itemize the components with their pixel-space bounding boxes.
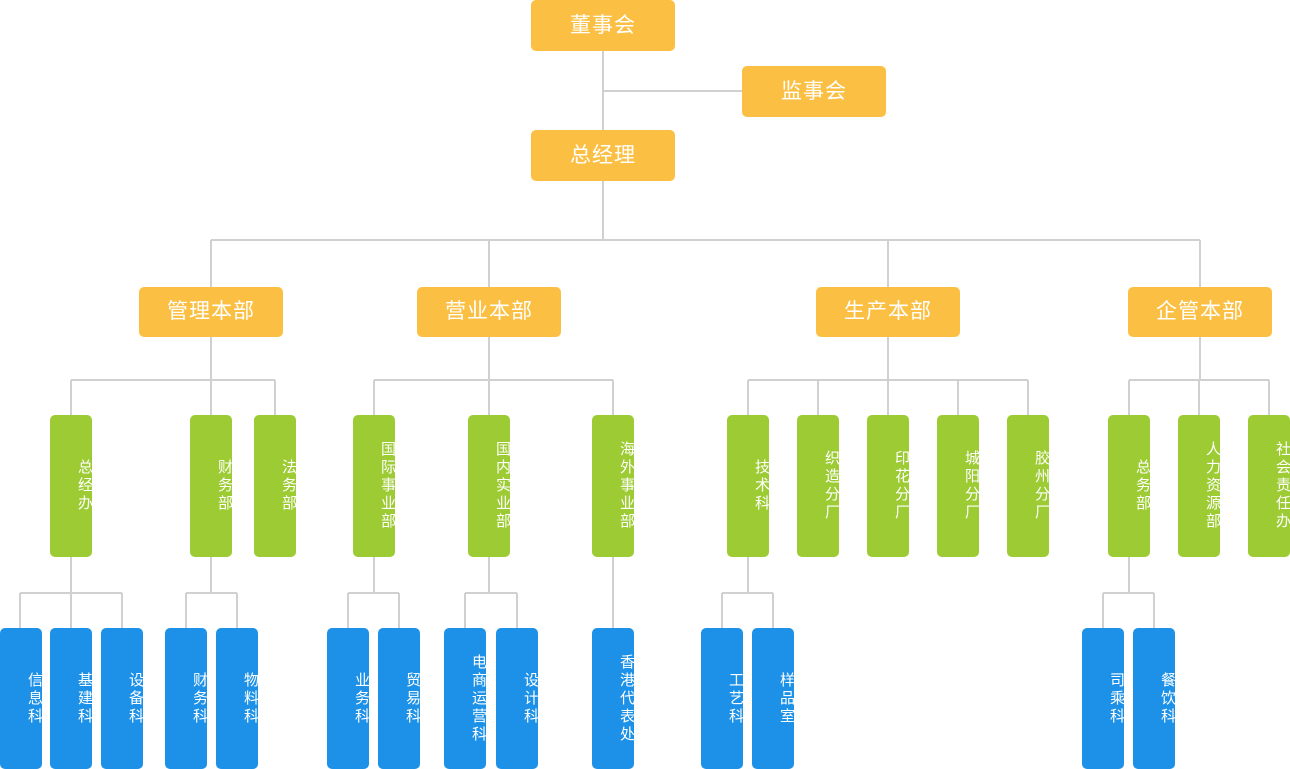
node-label: 营业本部	[445, 300, 533, 324]
node-label: 生产本部	[844, 300, 932, 324]
node-board-of-directors[interactable]: 董事会	[531, 0, 675, 51]
node-label: 董事会	[570, 13, 636, 37]
node-hr-department[interactable]: 人力资源部	[1178, 415, 1221, 557]
node-production-headquarters[interactable]: 生产本部	[816, 287, 960, 337]
node-label: 总经理	[570, 143, 636, 167]
node-legal-department[interactable]: 法务部	[254, 415, 297, 557]
node-design-section[interactable]: 设计科	[496, 628, 539, 769]
node-label: 企管本部	[1156, 300, 1244, 324]
node-sales-headquarters[interactable]: 营业本部	[417, 287, 561, 337]
node-material-section[interactable]: 物料科	[216, 628, 259, 769]
node-label: 餐饮科	[1159, 671, 1176, 726]
node-hongkong-representative-office[interactable]: 香港代表处	[592, 628, 635, 769]
node-label: 样品室	[778, 671, 795, 726]
node-label: 社会责任办	[1274, 441, 1290, 531]
node-ecommerce-operations-section[interactable]: 电商运营科	[444, 628, 487, 769]
node-label: 财务科	[191, 671, 208, 726]
node-label: 业务科	[353, 671, 370, 726]
node-general-manager[interactable]: 总经理	[531, 130, 675, 181]
node-equipment-section[interactable]: 设备科	[101, 628, 144, 769]
node-business-section[interactable]: 业务科	[327, 628, 370, 769]
node-label: 司乘科	[1108, 671, 1125, 726]
node-label: 设计科	[522, 671, 539, 726]
node-label: 总经办	[76, 459, 93, 513]
node-label: 设备科	[127, 671, 144, 726]
node-label: 基建科	[76, 671, 93, 726]
node-label: 管理本部	[167, 300, 255, 324]
node-label: 胶州分厂	[1033, 450, 1050, 522]
node-international-division[interactable]: 国际事业部	[353, 415, 396, 557]
node-domestic-industry-division[interactable]: 国内实业部	[468, 415, 511, 557]
node-weaving-plant[interactable]: 织造分厂	[797, 415, 840, 557]
node-catering-section[interactable]: 餐饮科	[1133, 628, 1176, 769]
node-sample-room[interactable]: 样品室	[752, 628, 795, 769]
node-label: 工艺科	[727, 671, 744, 726]
node-information-section[interactable]: 信息科	[0, 628, 43, 769]
node-gm-office[interactable]: 总经办	[50, 415, 93, 557]
node-jiaozhou-plant[interactable]: 胶州分厂	[1007, 415, 1050, 557]
node-admin-headquarters[interactable]: 管理本部	[139, 287, 283, 337]
node-label: 织造分厂	[823, 450, 840, 522]
node-printing-plant[interactable]: 印花分厂	[867, 415, 910, 557]
node-label: 贸易科	[404, 671, 421, 726]
node-finance-section[interactable]: 财务科	[165, 628, 208, 769]
node-label: 财务部	[216, 459, 233, 513]
node-construction-section[interactable]: 基建科	[50, 628, 93, 769]
node-csr-office[interactable]: 社会责任办	[1248, 415, 1290, 557]
node-driver-section[interactable]: 司乘科	[1082, 628, 1125, 769]
node-finance-department[interactable]: 财务部	[190, 415, 233, 557]
node-overseas-division[interactable]: 海外事业部	[592, 415, 635, 557]
node-label: 国内实业部	[494, 441, 511, 531]
node-label: 物料科	[242, 671, 259, 726]
node-label: 电商运营科	[470, 653, 487, 744]
node-technology-section[interactable]: 技术科	[727, 415, 770, 557]
node-label: 总务部	[1134, 459, 1151, 513]
node-label: 城阳分厂	[963, 450, 980, 522]
node-label: 海外事业部	[618, 441, 635, 531]
node-label: 信息科	[26, 671, 43, 726]
node-general-affairs-department[interactable]: 总务部	[1108, 415, 1151, 557]
node-label: 人力资源部	[1204, 441, 1221, 531]
node-label: 印花分厂	[893, 450, 910, 522]
node-label: 技术科	[753, 459, 770, 513]
node-label: 法务部	[280, 459, 297, 513]
node-enterprise-mgmt-headquarters[interactable]: 企管本部	[1128, 287, 1272, 337]
node-label: 香港代表处	[618, 653, 635, 744]
node-trade-section[interactable]: 贸易科	[378, 628, 421, 769]
node-chengyang-plant[interactable]: 城阳分厂	[937, 415, 980, 557]
node-board-of-supervisors[interactable]: 监事会	[742, 66, 886, 117]
node-label: 国际事业部	[379, 441, 396, 531]
node-label: 监事会	[781, 79, 847, 103]
node-craft-section[interactable]: 工艺科	[701, 628, 744, 769]
